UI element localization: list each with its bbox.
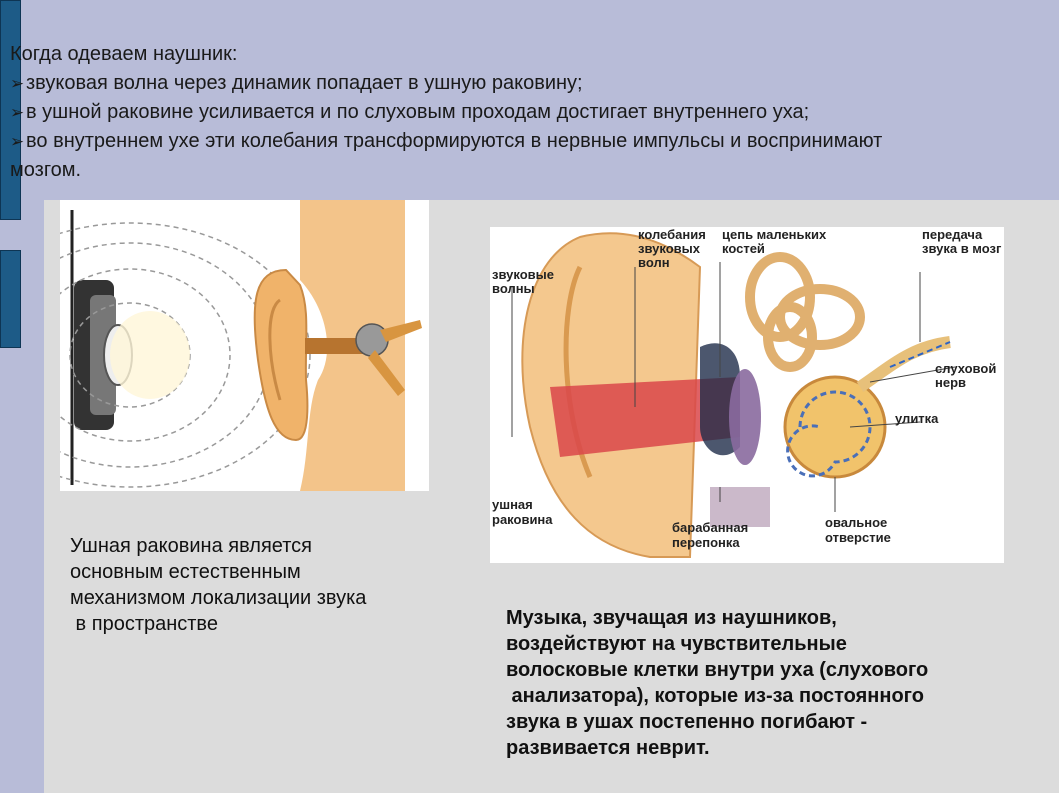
label-brain-1: передача (922, 227, 983, 242)
warning-caption-line: звука в ушах постепенно погибают - (506, 711, 868, 733)
label-bones-1: цепь маленьких (722, 227, 827, 242)
warning-caption-line: развивается неврит. (506, 737, 710, 759)
arrow-bullet-icon: ➢ (10, 132, 25, 151)
label-eardrum-2: перепонка (672, 535, 740, 550)
label-pinna-2: раковина (492, 512, 553, 527)
label-pinna-1: ушная (492, 497, 533, 512)
label-oval-window-1: овальное (825, 515, 887, 530)
ear-canal (550, 377, 740, 457)
accent-bar-top (0, 0, 21, 220)
warning-caption-line: анализатора), которые из-за постоянного (506, 685, 924, 707)
label-vibrations-3: волн (638, 255, 670, 270)
ear-pinna (253, 268, 309, 442)
label-brain-2: звука в мозг (922, 241, 1002, 256)
pinna-caption-line: в пространстве (70, 613, 218, 635)
header-continuation: мозгом. (10, 159, 82, 181)
header-text: Когда одеваем наушник: ➢звуковая волна ч… (10, 40, 1059, 185)
label-vibrations-2: звуковых (638, 241, 701, 256)
pinna-caption-line: основным естественным (70, 561, 301, 583)
accent-bar-middle (0, 250, 21, 348)
ear-anatomy-svg: звуковые волны колебания звуковых волн ц… (492, 227, 1002, 558)
warning-caption-line: Музыка, звучащая из наушников, (506, 607, 837, 629)
arrow-bullet-icon: ➢ (10, 74, 25, 93)
label-eardrum-1: барабанная (672, 520, 748, 535)
pinna-caption-line: Ушная раковина является (70, 535, 312, 557)
headphone-ear-svg (0, 200, 422, 491)
label-oval-window-2: отверстие (825, 530, 891, 545)
warning-caption-line: воздействуют на чувствительные (506, 633, 847, 655)
label-sound-waves-1: звуковые (492, 267, 554, 282)
arrow-bullet-icon: ➢ (10, 103, 25, 122)
label-bones-2: костей (722, 241, 765, 256)
warning-caption-line: волосковые клетки внутри уха (слухового (506, 659, 929, 681)
headphone-ear-illustration (0, 200, 429, 491)
label-cochlea: улитка (895, 411, 939, 426)
ear-anatomy-diagram: звуковые волны колебания звуковых волн ц… (490, 227, 1004, 563)
header-intro: Когда одеваем наушник: (10, 43, 238, 65)
header-bullet-2: ➢в ушной раковине усиливается и по слухо… (10, 98, 1059, 127)
label-nerve-2: нерв (935, 375, 966, 390)
label-nerve-1: слуховой (935, 361, 996, 376)
pinna-caption-line: механизмом локализации звука (70, 587, 367, 609)
music-warning-caption: Музыка, звучащая из наушников, воздейств… (506, 605, 1026, 761)
label-vibrations-1: колебания (638, 227, 706, 242)
semicircular-canals (745, 252, 865, 372)
pinna-caption: Ушная раковина является основным естеств… (70, 533, 440, 637)
header-bullet-1: ➢звуковая волна через динамик попадает в… (10, 69, 1059, 98)
header-bullet-3: ➢во внутреннем ухе эти колебания трансфо… (10, 127, 1059, 156)
label-sound-waves-2: волны (492, 281, 535, 296)
